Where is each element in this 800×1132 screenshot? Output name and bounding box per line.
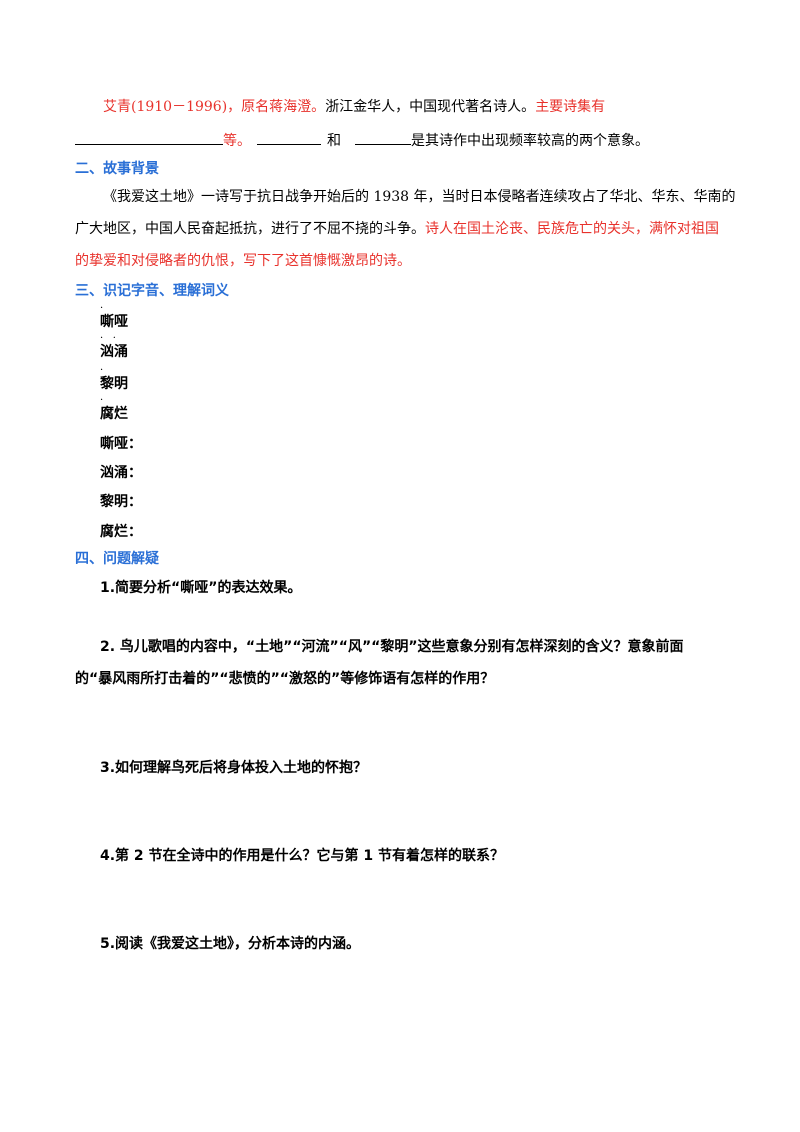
- intro-line-1: 艾青(1910－1996)，原名蒋海澄。浙江金华人，中国现代著名诗人。主要诗集有: [103, 97, 605, 117]
- fill-blank-collections[interactable]: [75, 130, 223, 145]
- fill-blank-image-1[interactable]: [257, 130, 321, 145]
- emphasis-dot: ·: [100, 303, 104, 314]
- question-5: 5.阅读《我爱这土地》，分析本诗的内涵。: [100, 936, 361, 952]
- intro-author-black: 浙江金华人，中国现代著名诗人。: [325, 99, 536, 115]
- fill-blank-image-2[interactable]: [355, 130, 411, 145]
- intro-he: 和: [327, 133, 341, 149]
- section-title-questions: 四、问题解疑: [75, 551, 159, 567]
- background-paragraph-line-2: 广大地区，中国人民奋起抵抗，进行了不屈不挠的斗争。诗人在国土沦丧、民族危亡的关头…: [75, 219, 719, 239]
- meaning-term-liming: 黎明：: [100, 494, 142, 510]
- background-paragraph-line-3: 的挚爱和对侵略者的仇恨，写下了这首慷慨激昂的诗。: [75, 253, 411, 269]
- question-2-line-2: 的“暴风雨所打击着的”“悲愤的”“激怒的”等修饰语有怎样的作用？: [75, 671, 495, 687]
- intro-author-red: 艾青(1910－1996)，原名蒋海澄。: [103, 99, 326, 115]
- question-4: 4.第 2 节在全诗中的作用是什么？它与第 1 节有着怎样的联系？: [100, 848, 505, 864]
- background-line-2-red: 诗人在国土沦丧、民族危亡的关头，满怀对祖国: [425, 221, 719, 237]
- meaning-term-siya: 嘶哑：: [100, 436, 142, 452]
- background-paragraph-line-1: 《我爱这土地》一诗写于抗日战争开始后的 1938 年，当时日本侵略者连续攻占了华…: [103, 189, 736, 205]
- question-2-line-1: 2. 鸟儿歌唱的内容中，“土地”“河流”“风”“黎明”这些意象分别有怎样深刻的含…: [100, 639, 684, 655]
- pron-term-siya: 嘶哑: [100, 314, 128, 330]
- emphasis-dot: · ·: [100, 333, 116, 344]
- emphasis-dot: ·: [100, 395, 104, 406]
- question-1: 1.简要分析“嘶哑”的表达效果。: [100, 580, 302, 596]
- pron-term-fulan: 腐烂: [100, 406, 128, 422]
- pron-term-xiongyong: 汹涌: [100, 344, 128, 360]
- intro-collection-red: 主要诗集有: [535, 99, 606, 115]
- emphasis-dot: ·: [100, 365, 104, 376]
- pron-term-liming: 黎明: [100, 376, 128, 392]
- section-title-vocabulary: 三、识记字音、理解词义: [75, 283, 229, 299]
- section-title-background: 二、故事背景: [75, 161, 159, 177]
- question-3: 3.如何理解鸟死后将身体投入土地的怀抱？: [100, 760, 368, 776]
- intro-line-2: 等。 和 是其诗作中出现频率较高的两个意象。: [75, 130, 649, 151]
- meaning-term-xiongyong: 汹涌：: [100, 465, 142, 481]
- meaning-term-fulan: 腐烂：: [100, 524, 142, 540]
- intro-rest: 是其诗作中出现频率较高的两个意象。: [411, 133, 649, 149]
- intro-deng: 等。: [223, 133, 251, 149]
- background-line-2-black: 广大地区，中国人民奋起抵抗，进行了不屈不挠的斗争。: [75, 221, 425, 237]
